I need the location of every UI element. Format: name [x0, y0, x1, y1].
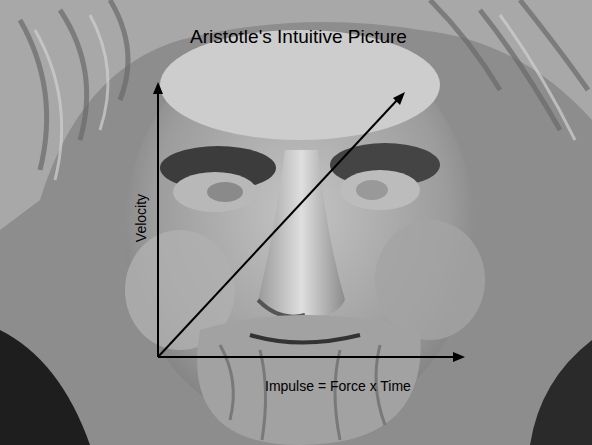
axis-label: Impulse = Force x Time [265, 378, 411, 394]
axis-label: Velocity [133, 194, 149, 242]
slide-title: Aristotle's Intuitive Picture [190, 26, 407, 48]
